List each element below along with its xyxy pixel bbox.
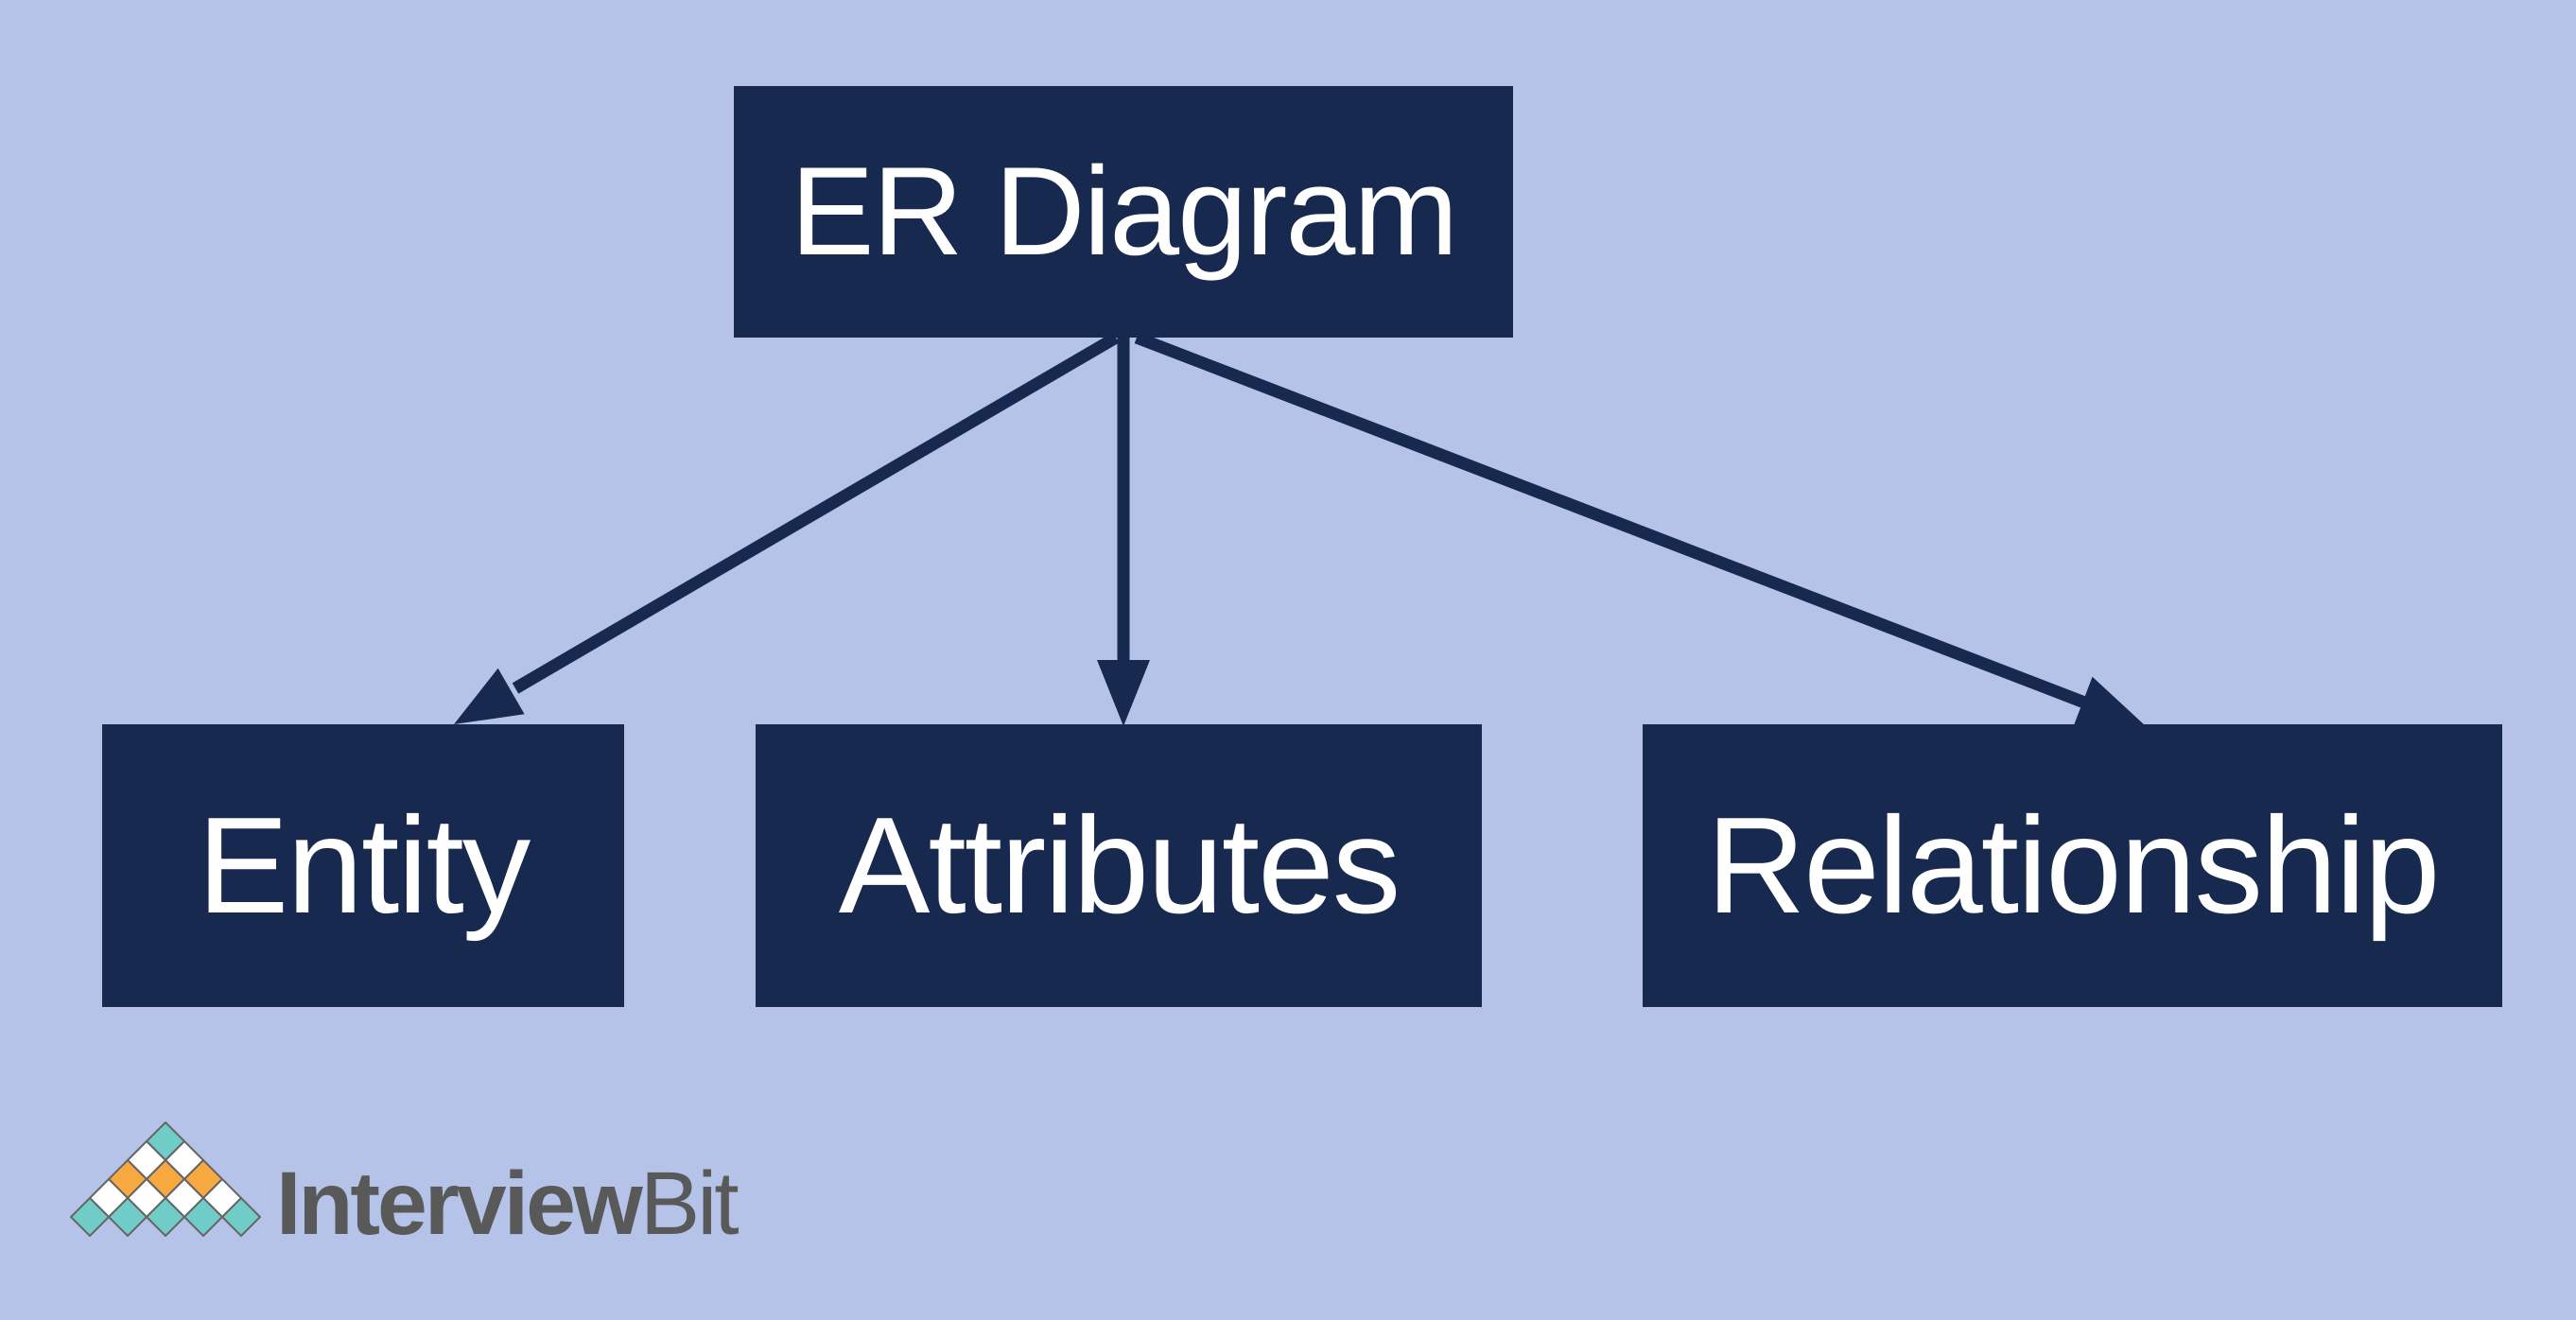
node-entity: Entity (102, 724, 624, 1007)
node-entity-label: Entity (197, 789, 531, 942)
arrow-root-to-relationship (1134, 331, 2145, 726)
pyramid-diamond-teal (183, 1197, 223, 1237)
arrow-root-to-attributes (1097, 338, 1150, 726)
node-attributes: Attributes (756, 724, 1482, 1007)
node-attributes-label: Attributes (838, 789, 1401, 942)
pyramid-diamond-teal (70, 1197, 110, 1237)
node-relationship-label: Relationship (1706, 789, 2441, 942)
node-er-diagram: ER Diagram (734, 86, 1513, 338)
pyramid-diamond-teal (146, 1197, 185, 1237)
interviewbit-wordmark: InterviewBit (276, 1159, 740, 1249)
interviewbit-pyramid-icon (70, 1121, 261, 1237)
pyramid-diamond-teal (221, 1197, 261, 1237)
wordmark-bit: Bit (639, 1154, 740, 1254)
interviewbit-logo: InterviewBit (69, 1120, 788, 1281)
pyramid-diamond-teal (108, 1197, 148, 1237)
arrow-root-to-entity (454, 332, 1120, 724)
wordmark-interview: Interview (276, 1154, 643, 1254)
node-relationship: Relationship (1643, 724, 2502, 1007)
node-er-diagram-label: ER Diagram (790, 142, 1458, 282)
